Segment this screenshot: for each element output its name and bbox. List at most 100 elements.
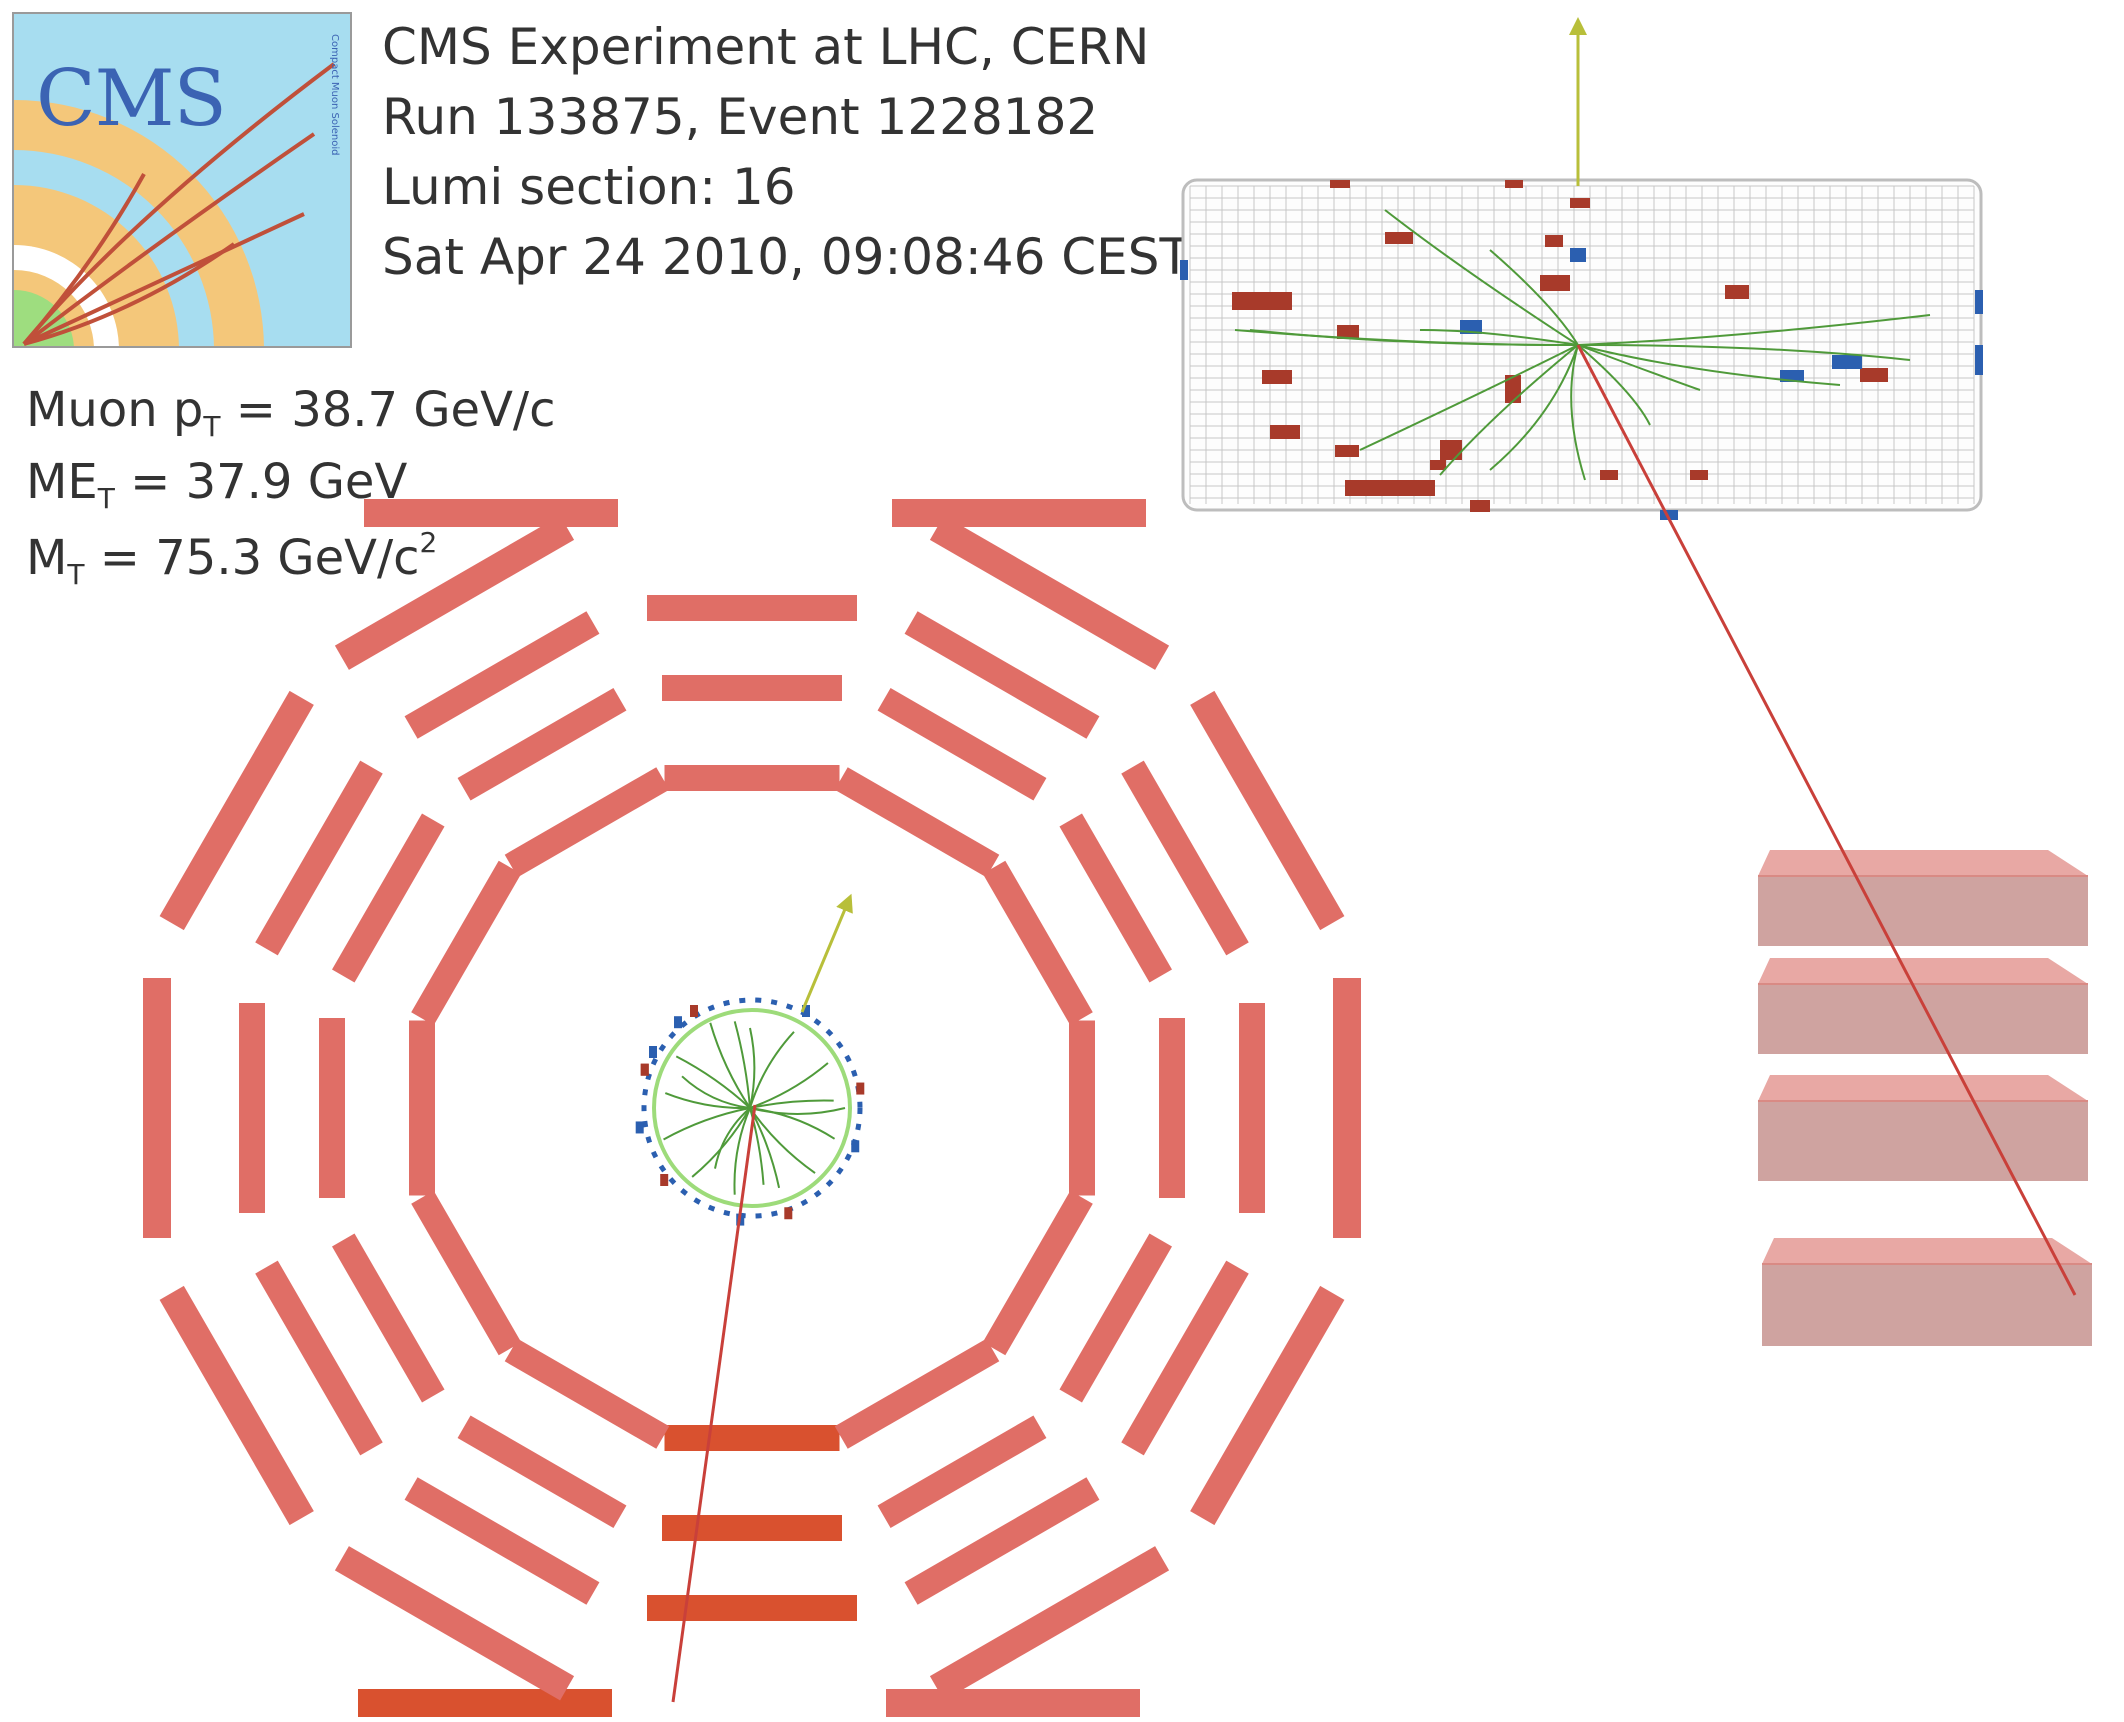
calorimeter-tower	[1330, 180, 1350, 188]
barrel-view	[1180, 17, 1983, 520]
muon-chamber	[982, 860, 1093, 1026]
calorimeter-tower	[1975, 290, 1983, 314]
calorimeter-deposit	[856, 1082, 865, 1095]
calorimeter-towers	[1180, 180, 1983, 520]
muon-chamber	[255, 760, 383, 956]
muon-chamber	[1059, 1233, 1172, 1403]
logo-title: CMS	[36, 54, 227, 144]
track	[691, 1107, 751, 1178]
calorimeter-tower	[1262, 370, 1292, 384]
calorimeter-hits-ring	[641, 997, 863, 1219]
calorimeter-tower	[1570, 248, 1586, 262]
event-datetime: Sat Apr 24 2010, 09:08:46 CEST	[382, 228, 1191, 286]
calorimeter-deposit	[674, 1016, 683, 1029]
muon-chamber	[1069, 1020, 1095, 1196]
calorimeter-tower	[1505, 180, 1523, 188]
muon-chamber	[255, 1260, 383, 1456]
endcap-chamber-top	[1758, 958, 2088, 984]
inner-tracks	[635, 1005, 865, 1226]
calorimeter-tower	[1975, 345, 1983, 375]
track	[749, 1107, 765, 1185]
calorimeter-tower	[1570, 198, 1590, 208]
endcap-chamber-side	[1758, 1101, 2088, 1181]
calorimeter-tower	[1860, 368, 1888, 382]
muon-chamber	[334, 1546, 575, 1701]
muon-chamber	[457, 1415, 627, 1528]
muon-chamber	[159, 690, 314, 931]
track	[749, 1031, 795, 1109]
logo-track-5	[22, 173, 146, 346]
track	[1384, 209, 1579, 346]
calorimeter-tower	[1345, 480, 1435, 496]
track	[1489, 344, 1579, 471]
calorimeter-tower	[1440, 440, 1462, 460]
muon-chamber	[904, 611, 1100, 739]
muon-chamber	[886, 1689, 1140, 1717]
calorimeter-tower	[1505, 375, 1521, 403]
barrel-tracks	[1234, 209, 1931, 481]
calorimeter-tower	[1270, 425, 1300, 439]
muon-chamber	[504, 767, 670, 878]
track	[663, 1107, 751, 1141]
calorimeter-tower	[1460, 320, 1482, 334]
track	[733, 1107, 751, 1195]
calorimeter-tower	[1832, 355, 1862, 369]
muon-chamber-rings	[143, 499, 1361, 1717]
calorimeter-deposit	[690, 1005, 698, 1018]
muon-chamber	[364, 499, 618, 527]
calorimeter-deposit	[784, 1207, 793, 1220]
met-label: MET = 37.9 GeV	[26, 454, 408, 515]
muon-chamber	[982, 1190, 1093, 1356]
track	[1577, 344, 1701, 391]
muon-chamber	[1190, 690, 1345, 931]
track	[1359, 344, 1579, 451]
endcap-chamber-side	[1762, 1264, 2092, 1346]
muon-chamber	[334, 515, 575, 670]
muon-chamber	[664, 765, 840, 791]
muon-chamber	[1333, 978, 1361, 1238]
track	[1577, 314, 1931, 346]
calorimeter-deposit	[802, 1005, 810, 1018]
muon-chamber	[904, 1477, 1100, 1605]
muon-chamber	[664, 1425, 840, 1451]
endcap-chamber-side	[1758, 984, 2088, 1054]
muon-chamber	[159, 1285, 314, 1526]
muon-chamber	[877, 688, 1047, 801]
calorimeter-tower	[1337, 325, 1359, 339]
muon-chamber	[929, 515, 1170, 670]
muon-pt-label: Muon pT = 38.7 GeV/c	[26, 382, 556, 443]
endcap-chambers	[1758, 850, 2092, 1346]
calorimeter-tower	[1430, 460, 1446, 470]
muon-chamber	[409, 1020, 435, 1196]
calorimeter-tower	[1690, 470, 1708, 480]
muon-chamber	[358, 1689, 612, 1717]
calorimeter-tower	[1470, 500, 1490, 512]
track	[664, 1092, 751, 1110]
calorimeter-tower	[1385, 232, 1413, 244]
calorimeter-deposit	[851, 1140, 860, 1153]
track	[1439, 344, 1579, 476]
muon-chamber	[143, 978, 171, 1238]
endcap-chamber-top	[1762, 1238, 2092, 1264]
track	[1489, 249, 1579, 346]
calorimeter-tower	[1545, 235, 1563, 247]
track	[1577, 344, 1841, 386]
muon-chamber	[411, 1190, 522, 1356]
muon-chamber	[239, 1003, 265, 1213]
muon-chamber	[1159, 1018, 1185, 1198]
track	[749, 1107, 816, 1174]
muon-chamber	[1121, 1260, 1249, 1456]
muon-chamber	[404, 1477, 600, 1605]
muon-chamber	[834, 767, 1000, 878]
calorimeter-tower	[1540, 275, 1570, 291]
muon-chamber	[647, 595, 857, 621]
cms-logo: CMS Compact Muon Solenoid	[12, 12, 352, 348]
track	[733, 1021, 751, 1109]
calorimeter-tower	[1180, 260, 1188, 280]
muon-chamber	[662, 1515, 842, 1541]
logo-subtitle: Compact Muon Solenoid	[329, 34, 340, 156]
logo-track-2	[22, 132, 316, 346]
muon-chamber	[411, 860, 522, 1026]
calorimeter-deposit	[635, 1121, 644, 1134]
track	[749, 1062, 829, 1109]
